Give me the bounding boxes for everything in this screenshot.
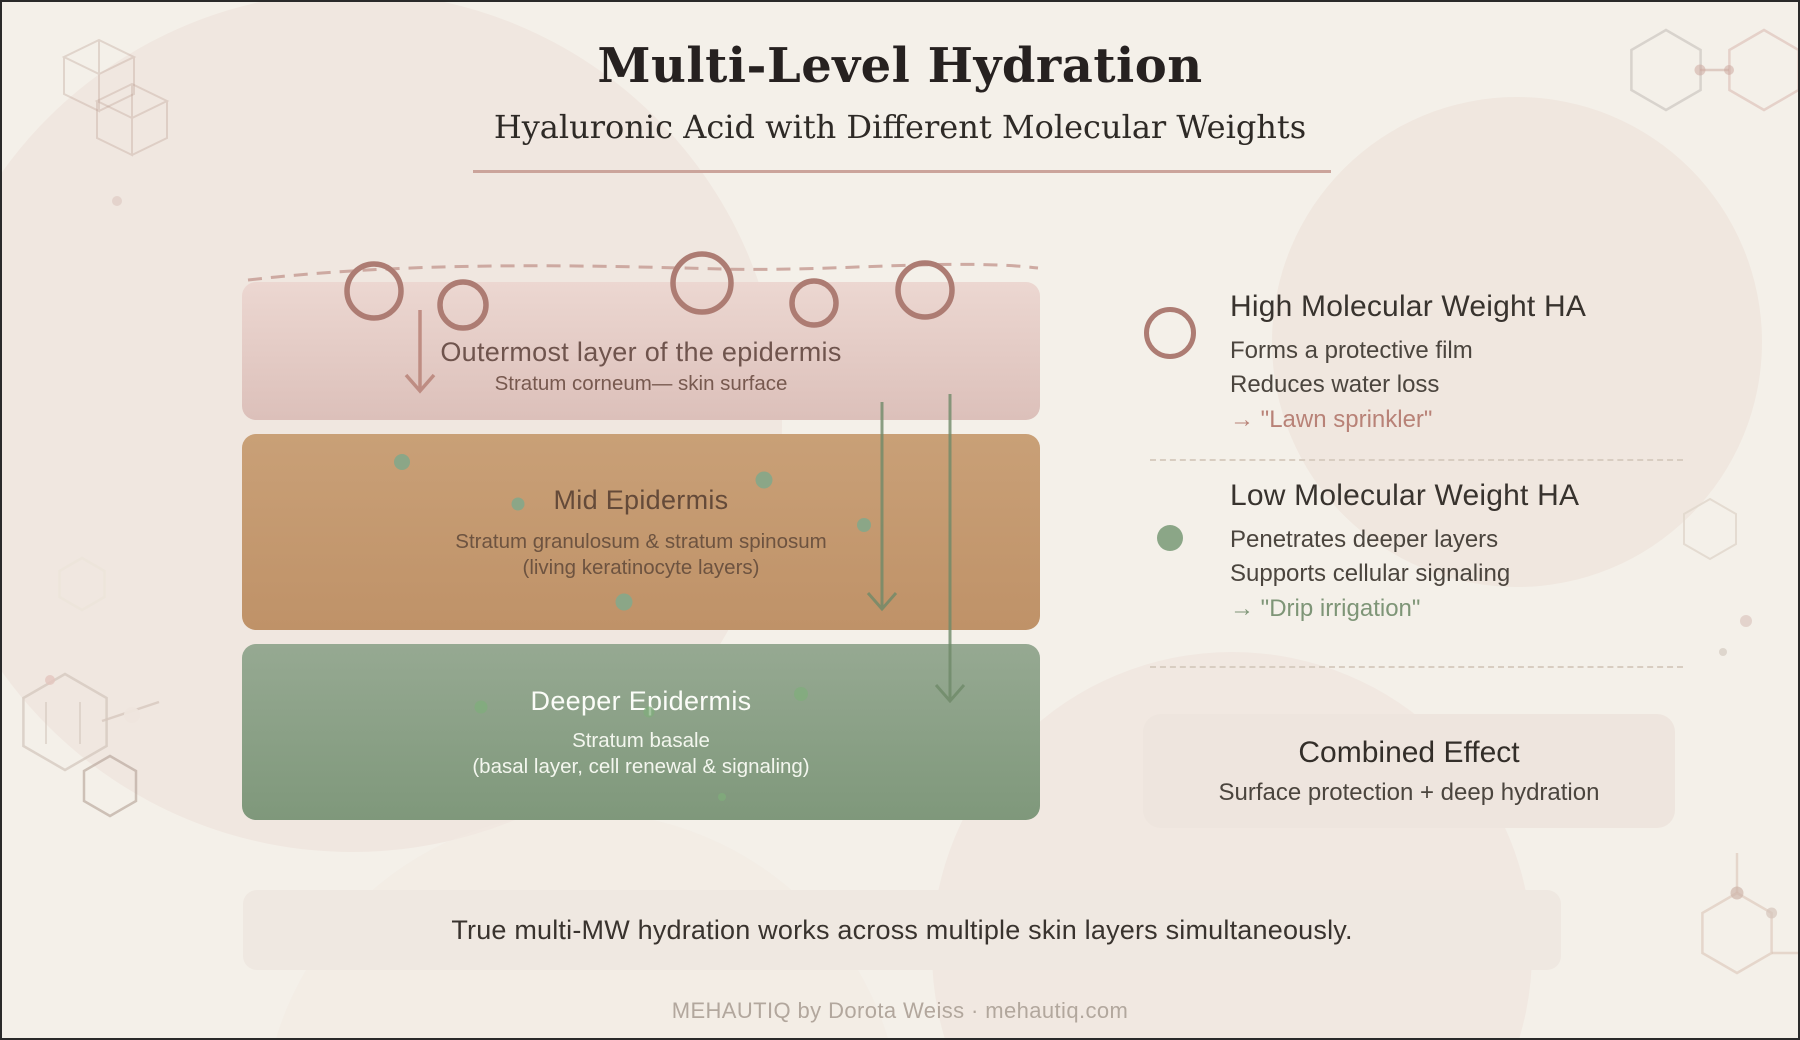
combined-effect-card: Combined Effect Surface protection + dee… bbox=[1143, 714, 1675, 828]
layer-title: Mid Epidermis bbox=[553, 484, 729, 515]
hexagon-molecule-icon-bottom-right bbox=[1701, 853, 1798, 975]
summary-banner-text: True multi-MW hydration works across mul… bbox=[451, 914, 1353, 945]
layer-mid-epidermis: Mid Epidermis Stratum granulosum & strat… bbox=[242, 434, 1040, 630]
legend-line: Forms a protective film bbox=[1230, 337, 1473, 364]
hexagon-icon-right-middle bbox=[1683, 497, 1752, 656]
legend-title: High Molecular Weight HA bbox=[1230, 290, 1587, 323]
legend-analogy: → "Drip irrigation" bbox=[1230, 595, 1421, 622]
layer-subtitle-2: (basal layer, cell renewal & signaling) bbox=[472, 754, 810, 778]
legend-title: Low Molecular Weight HA bbox=[1230, 479, 1580, 512]
high-mw-legend: High Molecular Weight HA Forms a protect… bbox=[1230, 290, 1586, 437]
dashed-divider bbox=[1150, 459, 1683, 461]
title-underline bbox=[473, 170, 1331, 173]
legend-line: Reduces water loss bbox=[1230, 371, 1440, 398]
layer-title: Deeper Epidermis bbox=[530, 685, 752, 716]
page-subtitle: Hyaluronic Acid with Different Molecular… bbox=[493, 108, 1307, 146]
layer-title: Outermost layer of the epidermis bbox=[440, 336, 842, 367]
layer-stratum-corneum: Outermost layer of the epidermis Stratum… bbox=[242, 282, 1040, 420]
layer-subtitle-2: (living keratinocyte layers) bbox=[522, 555, 760, 579]
legend-line: Supports cellular signaling bbox=[1230, 560, 1511, 587]
footer-credit: MEHAUTIQ by Dorota Weiss · mehautiq.com bbox=[671, 998, 1129, 1023]
low-mw-legend: Low Molecular Weight HA Penetrates deepe… bbox=[1230, 479, 1579, 626]
combined-effect-title: Combined Effect bbox=[1298, 735, 1520, 769]
dot-icon bbox=[1157, 525, 1183, 551]
ring-icon bbox=[1144, 307, 1196, 359]
layer-subtitle: Stratum corneum— skin surface bbox=[494, 371, 788, 395]
page-title: Multi-Level Hydration bbox=[597, 38, 1203, 94]
summary-banner: True multi-MW hydration works across mul… bbox=[243, 890, 1561, 970]
layer-deeper-epidermis: Deeper Epidermis Stratum basale (basal l… bbox=[242, 644, 1040, 820]
benzene-molecule-icon-bottom-left bbox=[22, 556, 160, 818]
dashed-divider bbox=[1150, 666, 1683, 668]
legend-line: Penetrates deeper layers bbox=[1230, 526, 1499, 553]
layer-subtitle: Stratum basale bbox=[572, 728, 710, 752]
legend-analogy: → "Lawn sprinkler" bbox=[1230, 406, 1433, 433]
skin-surface-dashed-line bbox=[247, 262, 1039, 282]
combined-effect-subtitle: Surface protection + deep hydration bbox=[1218, 778, 1600, 806]
layer-subtitle: Stratum granulosum & stratum spinosum bbox=[455, 529, 827, 553]
